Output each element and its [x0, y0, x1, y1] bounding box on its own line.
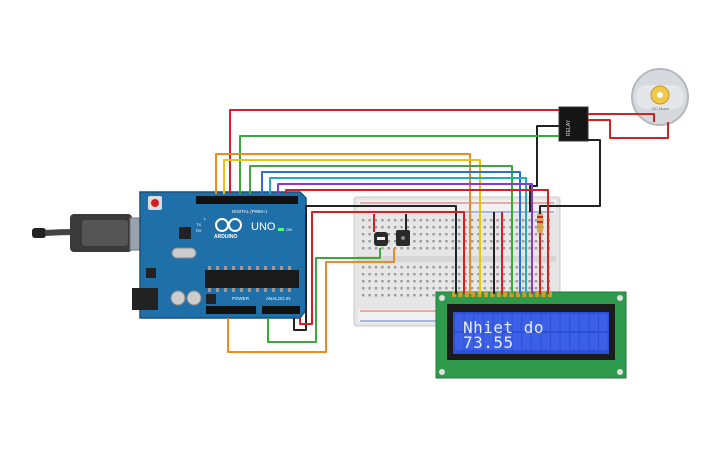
lcd-character-cells	[455, 314, 608, 350]
wire-arduino-relay-green	[239, 135, 559, 194]
atmega-chip	[205, 270, 299, 288]
wire-relay-gnd	[539, 139, 601, 214]
power-header[interactable]	[206, 306, 256, 314]
on-label: ON	[286, 227, 292, 232]
wire-relay-motor-red	[588, 113, 655, 122]
analog-label: ANALOG IN	[266, 296, 291, 301]
tx-label: TX	[196, 222, 201, 227]
wire-red-5v	[299, 211, 465, 325]
lcd-pin-header	[452, 292, 552, 297]
usb-cable	[32, 214, 159, 252]
wire-arduino-relay-red	[229, 109, 559, 194]
wire-orange-power	[227, 248, 395, 353]
wire-yellow	[223, 159, 481, 294]
on-led	[278, 228, 284, 231]
wires	[215, 109, 669, 353]
wire-motor-red-2	[588, 119, 669, 139]
wire-cyan	[269, 177, 527, 294]
digital-label: DIGITAL (PWM~)	[232, 209, 267, 214]
wire-green-analog	[267, 248, 381, 343]
motor-label: DC Motor	[652, 106, 670, 111]
power-label: POWER	[232, 296, 250, 301]
lcd-line-1: Nhiet do	[463, 318, 545, 337]
wire-red-lcd	[285, 189, 549, 294]
resistor[interactable]	[537, 213, 543, 233]
temperature-sensor-1[interactable]	[374, 232, 388, 246]
arduino-logo-icon	[215, 218, 242, 232]
dc-motor[interactable]: DC Motor	[631, 68, 689, 126]
l-led-label: L	[204, 216, 207, 221]
wire-blue	[261, 171, 521, 294]
temperature-sensor-2[interactable]	[396, 230, 410, 246]
digital-header[interactable]	[196, 196, 298, 204]
relay-label: RELAY	[566, 119, 572, 136]
wire-relay-signal-black	[529, 125, 559, 212]
power-jack	[132, 288, 158, 310]
rx-label: RX	[196, 228, 202, 233]
arduino-uno-board[interactable]: UNO ARDUINO DIGITAL (PWM~) POWER ANALOG …	[132, 191, 307, 319]
wire-green-2	[249, 165, 513, 294]
board-brand: ARDUINO	[214, 234, 237, 240]
wire-purple	[277, 183, 533, 294]
analog-header[interactable]	[262, 306, 300, 314]
lcd-line-2: 73.55	[463, 333, 514, 352]
wire-orange-1	[215, 153, 471, 294]
wire-black-gnd	[293, 205, 457, 331]
relay[interactable]: RELAY	[558, 106, 589, 142]
board-model: UNO	[251, 221, 276, 233]
